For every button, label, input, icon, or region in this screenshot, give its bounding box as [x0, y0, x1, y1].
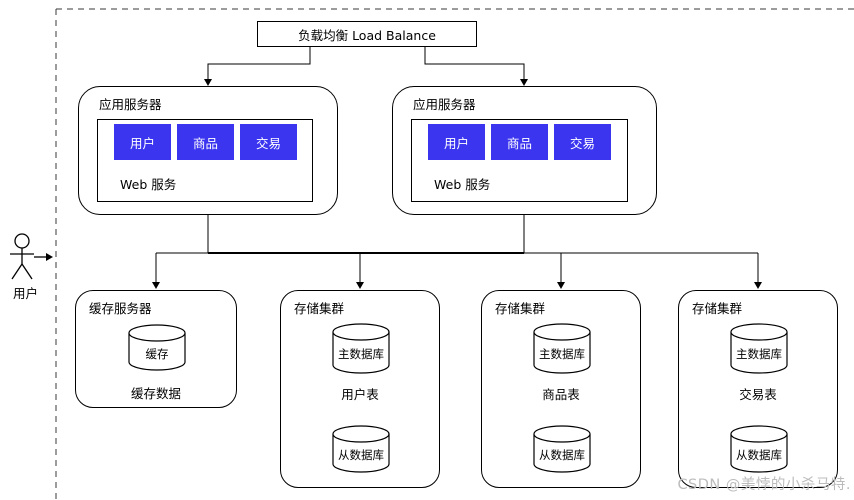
- service-block-user: 用户: [428, 124, 485, 160]
- storage-cluster-node-2: 存储集群 主数据库 商品表 从数据库: [481, 290, 641, 488]
- secondary-db-label: 从数据库: [736, 448, 782, 463]
- load-balancer-label: 负载均衡 Load Balance: [298, 27, 436, 43]
- app-server-node-2: 应用服务器 用户 商品 交易 Web 服务: [392, 86, 657, 215]
- arrowhead: [520, 79, 528, 86]
- csdn-watermark: CSDN @美悖的小杀马特.: [677, 477, 851, 493]
- primary-db-label: 主数据库: [539, 347, 585, 362]
- arrowhead: [754, 282, 762, 289]
- actor-arrow: [34, 253, 53, 261]
- actor-label: 用户: [13, 286, 39, 301]
- primary-db-cylinder-icon: 主数据库: [332, 323, 390, 374]
- web-service-container: 用户 商品 交易 Web 服务: [97, 119, 313, 202]
- cache-server-title: 缓存服务器: [89, 301, 152, 316]
- arrowhead: [356, 282, 364, 289]
- storage-cluster-node-3: 存储集群 主数据库 交易表 从数据库: [678, 290, 838, 488]
- primary-db-label: 主数据库: [338, 347, 384, 362]
- service-block-product: 商品: [491, 124, 548, 160]
- app-server-title: 应用服务器: [99, 97, 162, 112]
- secondary-db-cylinder-icon: 从数据库: [730, 425, 788, 473]
- service-block-trade: 交易: [240, 124, 297, 160]
- secondary-db-label: 从数据库: [338, 448, 384, 463]
- primary-db-cylinder-icon: 主数据库: [533, 323, 591, 374]
- app-to-storage-connectors: [155, 215, 759, 283]
- app-server-title: 应用服务器: [413, 97, 476, 112]
- cache-db-cylinder-icon: 缓存: [128, 324, 186, 371]
- load-balancer-node: 负载均衡 Load Balance: [257, 21, 477, 47]
- primary-db-label: 主数据库: [736, 347, 782, 362]
- arrowhead: [557, 282, 565, 289]
- storage-cluster-node-1: 存储集群 主数据库 用户表 从数据库: [280, 290, 440, 488]
- lb-to-app-connectors: [207, 47, 525, 80]
- arrowhead: [204, 79, 212, 86]
- system-boundary-dashed-border: [55, 8, 854, 500]
- table-caption: 交易表: [739, 387, 777, 402]
- storage-cluster-title: 存储集群: [294, 301, 345, 316]
- service-block-user: 用户: [114, 124, 171, 160]
- primary-db-cylinder-icon: 主数据库: [730, 323, 788, 374]
- web-service-caption: Web 服务: [120, 177, 177, 192]
- table-caption: 用户表: [341, 387, 379, 402]
- secondary-db-cylinder-icon: 从数据库: [533, 425, 591, 473]
- storage-cluster-title: 存储集群: [692, 301, 743, 316]
- secondary-db-cylinder-icon: 从数据库: [332, 425, 390, 473]
- table-caption: 商品表: [542, 387, 580, 402]
- web-service-caption: Web 服务: [434, 177, 491, 192]
- cache-data-caption: 缓存数据: [130, 386, 181, 401]
- cache-db-label: 缓存: [145, 346, 169, 361]
- app-server-node-1: 应用服务器 用户 商品 交易 Web 服务: [78, 86, 338, 215]
- secondary-db-label: 从数据库: [539, 448, 585, 463]
- arrowhead: [152, 282, 160, 289]
- user-actor-icon: [10, 233, 34, 280]
- service-block-trade: 交易: [554, 124, 611, 160]
- cache-server-node: 缓存服务器 缓存 缓存数据: [75, 290, 237, 408]
- service-block-product: 商品: [177, 124, 234, 160]
- storage-cluster-title: 存储集群: [495, 301, 546, 316]
- web-service-container: 用户 商品 交易 Web 服务: [411, 119, 628, 202]
